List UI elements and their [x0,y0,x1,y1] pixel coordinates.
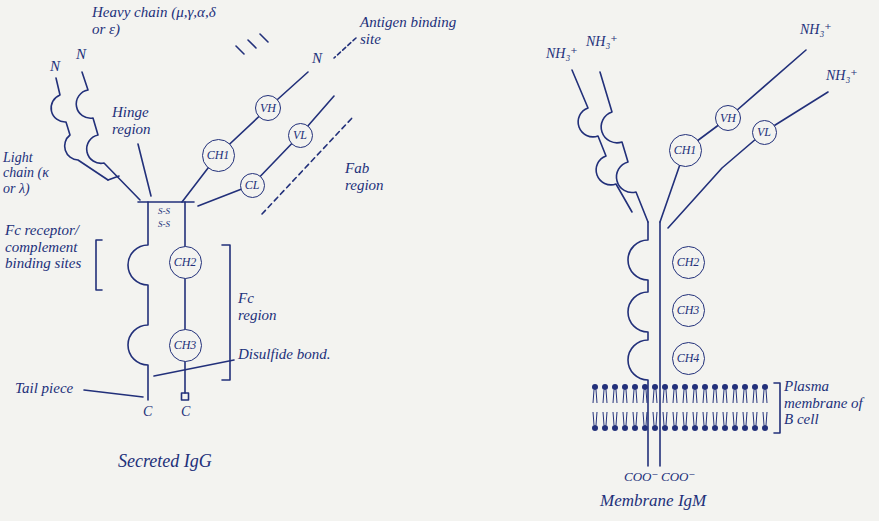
terminus-label: NH₃⁺ [800,22,832,37]
part-label: Fc receptor/ complement binding sites [5,222,91,272]
heavy-chain [660,50,806,222]
heavy-chain [184,202,186,393]
terminus-label: NH₃⁺ [826,68,858,83]
part-label: Fab region [345,160,400,193]
light-chain [198,96,334,206]
leader-line [154,360,234,376]
part-label: Antigen binding site [360,14,480,47]
domain-circle: CH3 [169,329,202,362]
light-chain [572,70,632,212]
domain-circle: CH1 [202,139,235,172]
domain-circle: CH2 [672,246,705,279]
disulfide-link [108,176,119,180]
tail-end [182,393,189,400]
fab-bracket [262,118,352,214]
terminus-label: C [181,404,190,419]
domain-name: CH2 [677,256,700,268]
domain-circle: VL [752,120,777,145]
part-label: Disulfide bond. [238,346,331,363]
bond-mark: S-S [158,207,170,217]
part-label: Light chain (κ or λ) [3,150,59,196]
terminus-label: N [312,50,322,67]
part-label: Fc region [238,290,288,323]
leader-line [334,38,356,58]
figure-caption: Membrane IgM [600,492,706,511]
terminus-label: C [143,404,152,419]
domain-circle: VH [255,95,281,121]
part-label: Plasma membrane of B cell [784,378,874,428]
domain-name: CL [245,179,260,191]
part-label: Hinge region [112,104,168,137]
domain-name: CH3 [677,304,700,316]
domain-circle: CL [240,173,265,198]
bracket [774,383,780,433]
terminus-label: N [76,46,86,63]
leader-line [138,144,151,196]
domain-circle: CH1 [669,134,702,167]
light-chain [668,92,828,228]
part-label: Tail piece [15,380,73,397]
domain-name: CH2 [174,256,197,268]
leader-line [84,390,143,397]
sketch-marks [236,34,268,54]
domain-name: CH4 [677,352,700,364]
domain-name: CH1 [674,144,697,156]
terminus-label: NH₃⁺ [586,34,618,49]
heavy-chain [128,202,148,400]
terminus-label: COO⁻ [661,470,695,484]
terminus-label: NH₃⁺ [546,46,578,61]
bond-mark: S-S [158,220,170,230]
bracket [222,245,230,380]
domain-circle: VH [715,105,741,131]
terminus-label: N [50,58,60,75]
domain-circle: CH4 [672,342,705,375]
domain-circle: CH3 [672,294,705,327]
domain-name: VH [260,102,276,114]
part-label: Heavy chain (μ,γ,α,δ or ε) [92,4,222,37]
domain-name: VL [293,129,307,141]
domain-name: CH1 [207,149,230,161]
bracket [96,240,102,290]
figure-caption: Secreted IgG [118,452,212,472]
domain-circle: CH2 [169,246,202,279]
domain-name: CH3 [174,339,197,351]
lipid-bilayer [590,383,770,433]
light-chain [51,78,108,180]
terminus-label: COO⁻ [624,470,658,484]
domain-circle: VL [288,123,313,148]
domain-name: VH [720,112,736,124]
domain-name: VL [757,126,771,138]
